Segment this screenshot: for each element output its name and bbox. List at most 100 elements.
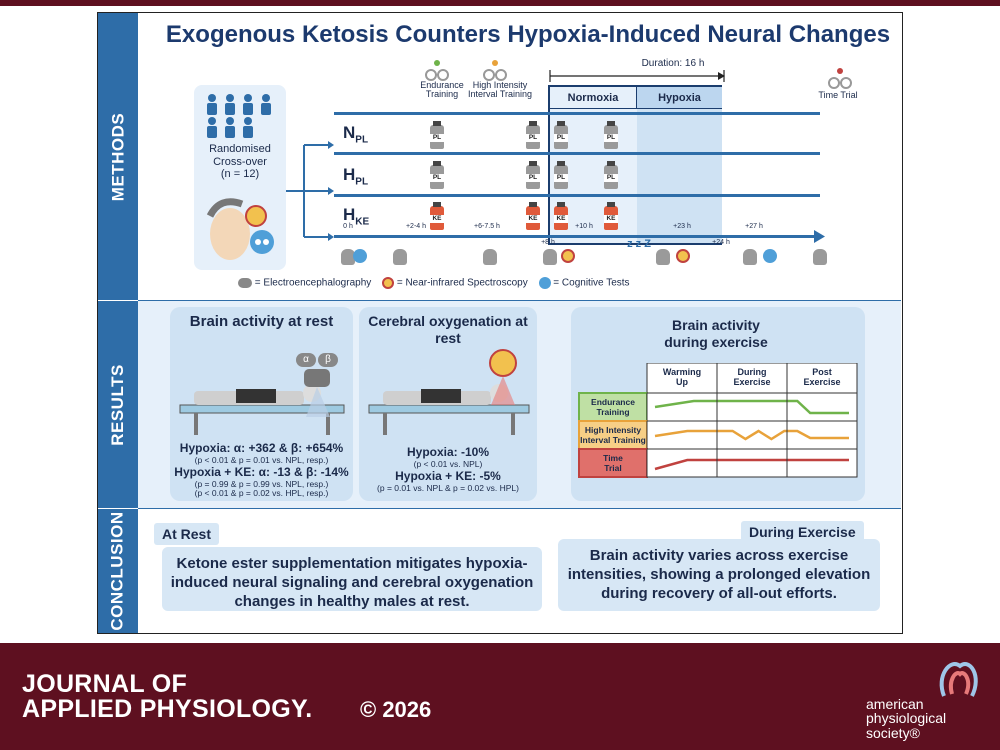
phase-header-label: Warming (663, 367, 701, 377)
exercise-row-label: Training (596, 407, 629, 417)
endurance-label: Endurance Training (420, 80, 464, 100)
exercise-row-label: Endurance (591, 397, 635, 407)
at-rest-conclusion: Ketone ester supplementation mitigates h… (162, 547, 542, 611)
hypoxia-label: Hypoxia (637, 87, 722, 109)
during-exercise-tag: During Exercise (741, 521, 864, 543)
legend: = Electroencephalography = Near-infrared… (238, 277, 678, 293)
during-exercise-conclusion: Brain activity varies across exercise in… (558, 539, 880, 611)
time-trial-label: Time Trial (818, 90, 858, 100)
conclusion-panel: At Rest Ketone ester supplementation mit… (138, 508, 901, 633)
copyright: © 2026 (360, 697, 432, 722)
time-tick-label: +24 h (712, 239, 730, 246)
axis-arrowhead (814, 230, 825, 243)
phase-header-label: Post (812, 367, 832, 377)
phase-header-cell (646, 363, 718, 394)
eeg-icon (743, 249, 757, 265)
brain-rest-title: Brain activity at rest (189, 313, 334, 330)
duration-label: Duration: 16 h (641, 58, 705, 69)
brain-rest-hypoxia-note: (p < 0.01 & p = 0.01 vs. NPL, resp.) (194, 455, 329, 465)
graphical-abstract: Exogenous Ketosis Counters Hypoxia-Induc… (97, 12, 903, 634)
cognitive-icon (538, 277, 551, 289)
time-tick-label: +10 h (575, 223, 593, 230)
cerebral-card: Cerebral oxygenation at rest Hypoxia: -1… (359, 307, 537, 501)
phase-header-label: Exercise (803, 377, 840, 387)
time-tick-label: +23 h (673, 223, 691, 230)
brain-activity-trace (654, 429, 849, 441)
cerebral-title: Cerebral oxygenation at rest (368, 313, 528, 346)
legend-nirs: = Near-infrared Spectroscopy (396, 277, 528, 289)
exercise-title: Brain activity during exercise (664, 317, 768, 350)
eeg-icon (393, 249, 407, 265)
time-tick-label: +6-7.5 h (474, 223, 500, 230)
ke-bottle-icon: KE (554, 202, 568, 230)
eeg-icon (483, 249, 497, 265)
ke-bottle-icon: KE (430, 202, 444, 230)
pl-bottle-icon: PL (430, 161, 444, 189)
protocol-window: Normoxia Hypoxia (548, 85, 722, 245)
cerebral-hke-note: (p = 0.01 vs. NPL & p = 0.02 vs. HPL) (377, 483, 519, 493)
exercise-row-label: Trial (604, 463, 621, 473)
bottle-label: PL (604, 134, 618, 142)
results-panel: Brain activity at rest α β Hypoxia: α: +… (138, 300, 901, 508)
hiit-label: High Intensity Interval Training (467, 80, 533, 100)
phase-header-label: During (738, 367, 767, 377)
phase-header-label: Up (676, 377, 688, 387)
alpha-badge: α (296, 353, 316, 367)
design-text: Randomised Cross-over (n = 12) (209, 143, 271, 181)
sleep-indicator: z z Z (627, 238, 651, 250)
timeline-row-2 (334, 194, 820, 197)
brain-rest-hke-note-2: (p < 0.01 & p = 0.02 vs. HPL, resp.) (194, 488, 329, 498)
pl-bottle-icon: PL (604, 121, 618, 149)
brain-activity-trace (654, 399, 849, 415)
hypoxia-zone (637, 87, 722, 243)
top-bar (0, 0, 1000, 6)
time-tick-label: +2-4 h (405, 223, 427, 230)
nirs-icon (676, 249, 690, 263)
nirs-bed-illustration (368, 349, 530, 435)
bottle-label: PL (430, 174, 444, 182)
eeg-icon (543, 249, 557, 265)
society-name: american physiological society® (866, 696, 947, 741)
timeline-top (334, 112, 820, 115)
aps-logo-icon (939, 662, 978, 697)
participant-bed-illustration (179, 369, 345, 435)
eeg-icon (813, 249, 827, 265)
cyclist-icon (483, 60, 507, 81)
pl-bottle-icon: PL (554, 161, 568, 189)
eeg-icon (238, 278, 252, 288)
people-icon (207, 94, 271, 138)
pl-bottle-icon: PL (554, 121, 568, 149)
eeg-icon (656, 249, 670, 265)
brain-activity-trace (654, 458, 849, 471)
brain-rest-hke-note-1: (p = 0.99 & p = 0.99 vs. NPL, resp.) (194, 479, 329, 489)
head-measures-icon (206, 198, 274, 260)
bottle-label: PL (554, 134, 568, 142)
bottle-label: KE (430, 215, 444, 223)
figure-title: Exogenous Ketosis Counters Hypoxia-Induc… (165, 21, 891, 48)
bottle-label: KE (604, 215, 618, 223)
footer-bar (0, 643, 1000, 750)
row-label-npl: NPL (343, 123, 369, 146)
bottle-label: PL (526, 174, 540, 182)
pl-bottle-icon: PL (526, 121, 540, 149)
cerebral-hypoxia: Hypoxia: -10% (406, 445, 490, 459)
methods-section-label: METHODS (98, 13, 138, 300)
branch-arrows (286, 141, 334, 241)
row-label-hpl: HPL (343, 165, 369, 188)
legend-eeg: = Electroencephalography (254, 277, 372, 289)
brain-rest-hypoxia: Hypoxia: α: +362 & β: +654% (179, 441, 344, 455)
bottle-label: PL (554, 174, 568, 182)
brain-rest-hke: Hypoxia + KE: α: -13 & β: -14% (174, 465, 349, 479)
timeline-axis (334, 235, 820, 238)
exercise-row-label: Interval Training (580, 435, 646, 445)
cerebral-hke: Hypoxia + KE: -5% (395, 469, 501, 483)
ke-bottle-icon: KE (604, 202, 618, 230)
legend-cognitive: = Cognitive Tests (553, 277, 630, 289)
cyclist-icon (425, 60, 449, 81)
bottle-label: PL (430, 134, 444, 142)
bottle-label: KE (526, 215, 540, 223)
pl-bottle-icon: PL (604, 161, 618, 189)
bottle-label: PL (604, 174, 618, 182)
cognitive-icon (763, 249, 777, 263)
